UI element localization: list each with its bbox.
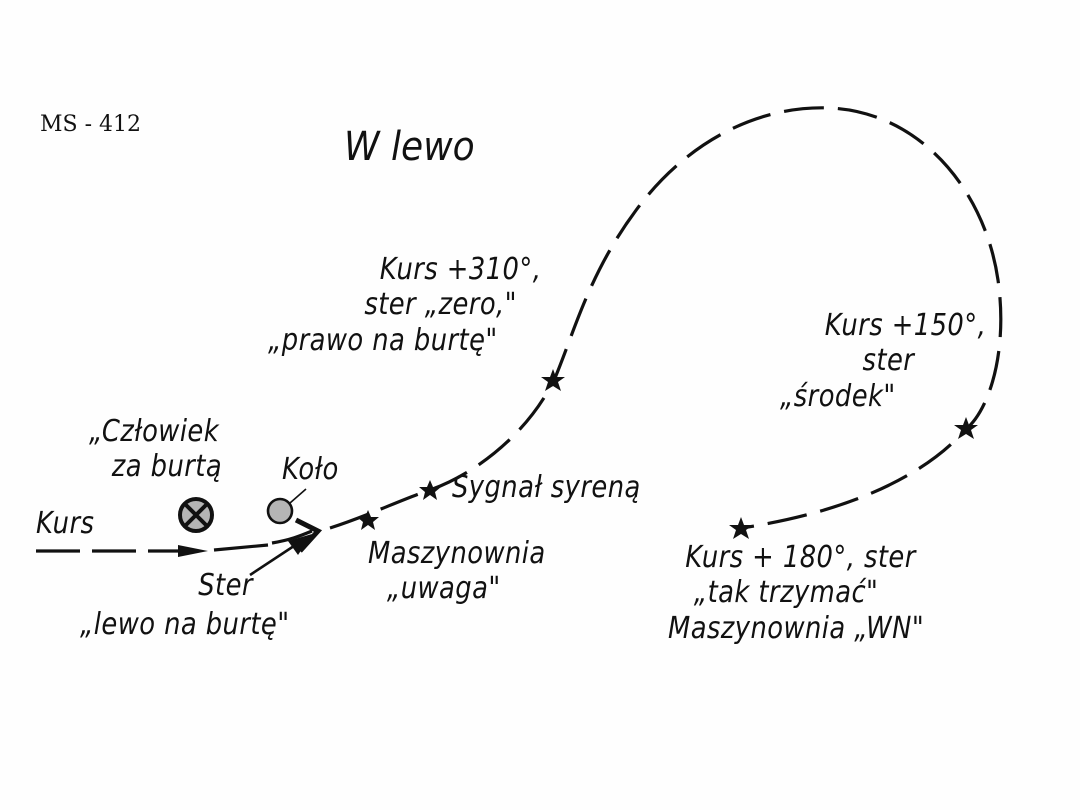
waypoint-star-icon xyxy=(541,369,565,391)
label-course-180-line2: „tak trzymać" xyxy=(693,575,879,611)
label-course-180-line3: Maszynownia „WN" xyxy=(668,610,925,646)
arrow-head-icon xyxy=(288,534,312,555)
waypoint-star-icon xyxy=(357,510,379,530)
initial-course-line xyxy=(36,529,313,557)
label-course-150-line3: „środek" xyxy=(780,378,896,414)
turn-point-chevron-icon xyxy=(294,517,323,553)
label-course-310-line2: ster „zero," xyxy=(364,287,517,323)
label-course-180: Kurs + 180°, ster „tak trzymać" Maszynow… xyxy=(668,540,924,646)
diagram-title: W lewo xyxy=(344,124,475,170)
label-rudder-left-line2: „lewo na burtę" xyxy=(80,607,290,643)
course-arrow-icon xyxy=(178,545,208,557)
label-man-overboard: „Człowiek za burtą xyxy=(86,414,222,485)
label-course-150-line1: Kurs +150°, xyxy=(824,308,987,343)
label-man-overboard-line1: „Człowiek xyxy=(88,414,220,449)
label-engine-room-line1: Maszynownia xyxy=(368,536,546,571)
label-siren-signal: Sygnał syreną xyxy=(452,470,641,505)
label-man-overboard-line2: za burtą xyxy=(111,449,223,485)
rudder-pointer-arrow xyxy=(249,534,312,577)
label-engine-room-line2: „uwaga" xyxy=(386,571,501,607)
label-course-310: Kurs +310°, ster „zero," „prawo na burtę… xyxy=(268,252,541,358)
document-code: MS - 412 xyxy=(40,112,142,137)
label-rudder-left: Ster „lewo na burtę" xyxy=(80,568,290,643)
label-course-180-line1: Kurs + 180°, ster xyxy=(685,540,916,575)
label-engine-room-attention: Maszynownia „uwaga" xyxy=(368,536,546,607)
label-course-150: Kurs +150°, ster „środek" xyxy=(780,308,986,414)
waypoint-star-icon xyxy=(419,480,441,500)
label-lifebuoy: Koło xyxy=(282,452,339,487)
lifebuoy-icon xyxy=(266,488,307,525)
waypoint-star-icon xyxy=(729,517,753,539)
label-course-150-line2: ster xyxy=(862,343,915,379)
man-overboard-icon xyxy=(178,497,214,533)
label-course-310-line1: Kurs +310°, xyxy=(379,252,542,287)
label-kurs-start: Kurs xyxy=(36,506,95,541)
label-rudder-left-line1: Ster xyxy=(198,568,253,603)
waypoint-star-icon xyxy=(954,417,978,439)
label-course-310-line3: „prawo na burtę" xyxy=(268,322,498,358)
